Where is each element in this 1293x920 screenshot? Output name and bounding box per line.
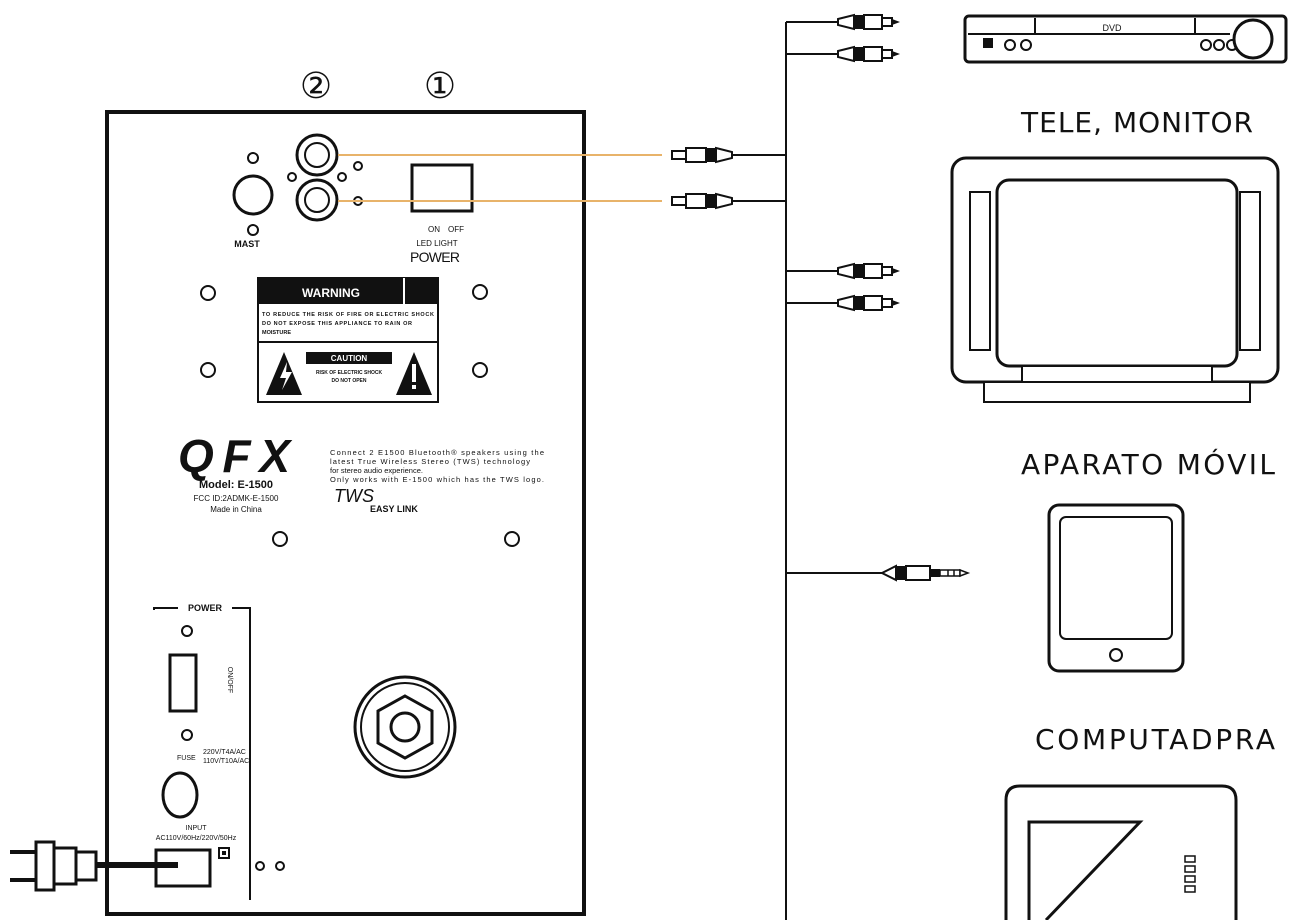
easy-link-text: EASY LINK bbox=[370, 504, 418, 514]
power-box-label: POWER bbox=[188, 603, 223, 613]
led-dot bbox=[255, 861, 265, 871]
tws-logo: TWS bbox=[334, 486, 374, 506]
fuse-label: FUSE bbox=[177, 755, 196, 762]
mobile-device bbox=[1047, 503, 1185, 673]
rca-plug bbox=[837, 14, 901, 30]
computer-label: COMPUTADPRA bbox=[1035, 723, 1275, 756]
tws-text-4: Only works with E-1500 which has the TWS… bbox=[330, 475, 544, 484]
rca-plug bbox=[671, 147, 733, 163]
led-light-label: LED LIGHT bbox=[416, 239, 457, 248]
lower-power-section bbox=[153, 607, 251, 900]
dvd-label: DVD bbox=[1102, 23, 1122, 33]
rca-plug bbox=[837, 46, 901, 62]
warning-text-2: DO NOT EXPOSE THIS APPLIANCE TO RAIN OR bbox=[262, 321, 412, 327]
fuse-rating-1: 220V/T4A/AC bbox=[203, 749, 246, 756]
caution-text-1: RISK OF ELECTRIC SHOCK bbox=[316, 370, 383, 376]
led-dot bbox=[275, 861, 285, 871]
rca-input-jacks bbox=[287, 133, 363, 222]
mini-jack-plug bbox=[879, 564, 971, 582]
model-text: Model: E-1500 bbox=[199, 479, 273, 491]
rca-plug bbox=[837, 295, 901, 311]
made-in-text: Made in China bbox=[210, 505, 262, 514]
tv-monitor bbox=[950, 156, 1280, 403]
tws-text-2: latest True Wireless Stereo (TWS) techno… bbox=[330, 457, 530, 466]
mast-button bbox=[232, 152, 274, 236]
caution-title: CAUTION bbox=[331, 354, 368, 363]
warning-title: WARNING bbox=[302, 286, 360, 300]
dvd-player bbox=[963, 14, 1288, 64]
off-label: OFF bbox=[448, 225, 464, 234]
tws-text-1: Connect 2 E1500 Bluetooth® speakers usin… bbox=[330, 448, 544, 457]
input-label: INPUT bbox=[186, 825, 208, 832]
mast-label: MAST bbox=[234, 239, 260, 249]
warning-label bbox=[257, 277, 439, 403]
input-rating: AC110V/60Hz/220V/50Hz bbox=[156, 835, 237, 842]
mobile-label: APARATO MÓVIL bbox=[1021, 447, 1275, 481]
speaker-output-connector bbox=[353, 675, 457, 779]
power-switch bbox=[410, 163, 474, 213]
on-label: ON bbox=[428, 225, 440, 234]
fuse-rating-2: 110V/T10A/AC bbox=[203, 758, 249, 765]
caution-text-2: DO NOT OPEN bbox=[331, 378, 366, 384]
screw-hole bbox=[181, 729, 193, 741]
computer bbox=[1004, 784, 1238, 920]
fcc-text: FCC ID:2ADMK-E-1500 bbox=[194, 494, 279, 503]
rca-plug bbox=[837, 263, 901, 279]
warning-text-1: TO REDUCE THE RISK OF FIRE OR ELECTRIC S… bbox=[262, 312, 434, 318]
power-switch-text: ON/OFF bbox=[226, 667, 233, 693]
brand-logo: QFX bbox=[178, 430, 292, 482]
warning-text-3: MOISTURE bbox=[262, 330, 291, 336]
tws-text-3: for stereo audio experience. bbox=[330, 466, 423, 475]
callout-1: ① bbox=[424, 66, 456, 107]
power-label: POWER bbox=[410, 249, 460, 265]
screw-holes bbox=[200, 284, 520, 547]
rca-plug bbox=[671, 193, 733, 209]
screw-hole bbox=[181, 625, 193, 637]
callout-2: ② bbox=[300, 66, 332, 107]
main-power-switch bbox=[168, 653, 198, 713]
tv-label: TELE, MONITOR bbox=[1020, 106, 1253, 139]
power-cord bbox=[10, 840, 178, 892]
fuse-holder bbox=[161, 771, 199, 819]
